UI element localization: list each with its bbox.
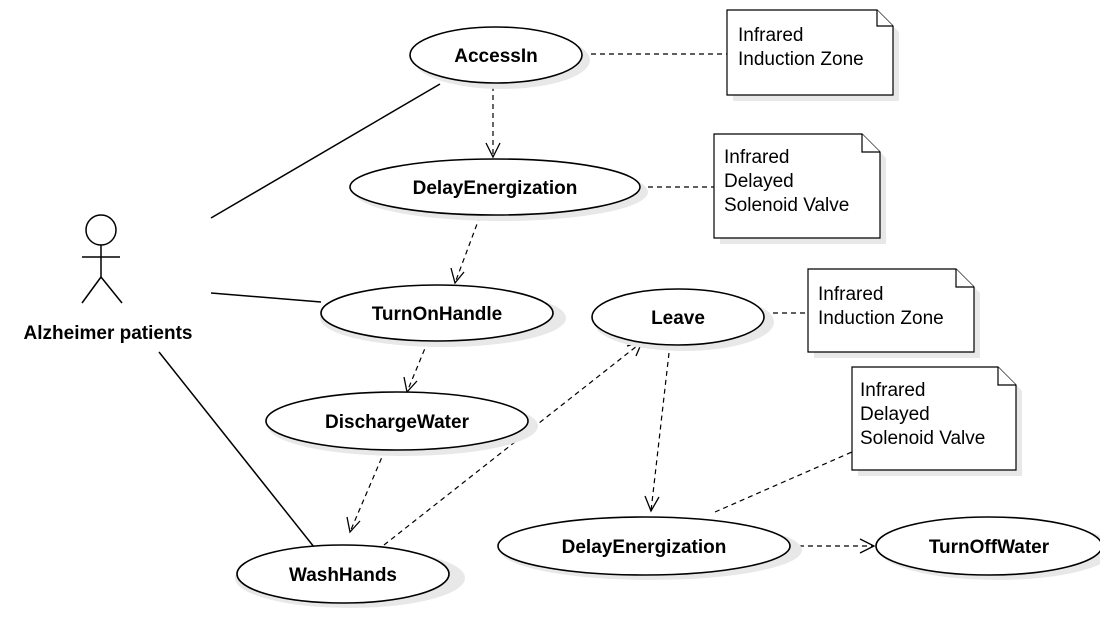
dependency-delay-to-turn-on (450, 215, 481, 285)
associations (158, 83, 441, 553)
dependency-leave-to-delay-2 (644, 352, 670, 513)
use-case-label: DelayEnergization (562, 537, 727, 558)
note-line: Infrared (724, 147, 789, 168)
note-line: Delayed (724, 171, 794, 192)
note-line: Solenoid Valve (860, 428, 985, 449)
dependency-delay-2-to-turn-off (790, 538, 876, 554)
use-case-label: AccessIn (454, 46, 537, 67)
note-links (582, 53, 853, 513)
dependency-turn-on-to-discharge (403, 340, 429, 394)
note-line: Infrared (860, 380, 925, 401)
association-access-in (210, 83, 441, 219)
note-line: Induction Zone (818, 308, 944, 329)
actor-stick-figure-icon (81, 214, 123, 304)
use-case-label: DischargeWater (325, 412, 470, 433)
association-turn-on-handle (210, 292, 322, 303)
use-case-access-in[interactable]: AccessIn (409, 26, 590, 89)
association-wash-hands (158, 351, 319, 553)
note-leave[interactable]: Infrared Induction Zone (807, 268, 980, 358)
actor-alzheimer-patients[interactable]: Alzheimer patients (24, 214, 193, 344)
dependency-discharge-to-wash (346, 449, 386, 534)
use-case-label: Leave (651, 308, 705, 329)
use-case-label: WashHands (289, 565, 397, 586)
note-line: Delayed (860, 404, 930, 425)
use-case-turn-on-handle[interactable]: TurnOnHandle (320, 284, 566, 347)
actor-label: Alzheimer patients (24, 323, 193, 344)
use-case-wash-hands[interactable]: WashHands (235, 544, 465, 608)
note-delay-energization-1[interactable]: Infrared Delayed Solenoid Valve (713, 133, 886, 244)
use-case-turn-off-water[interactable]: TurnOffWater (875, 516, 1100, 580)
note-line: Solenoid Valve (724, 195, 849, 216)
use-case-delay-energization-2[interactable]: DelayEnergization (497, 516, 802, 580)
note-delay-energization-2[interactable]: Infrared Delayed Solenoid Valve (851, 366, 1022, 476)
note-access-in[interactable]: Infrared Induction Zone (726, 9, 899, 101)
use-case-label: TurnOnHandle (372, 304, 503, 325)
use-case-discharge-water[interactable]: DischargeWater (265, 391, 538, 456)
use-case-delay-energization-1[interactable]: DelayEnergization (349, 158, 648, 221)
note-line: Induction Zone (738, 49, 864, 70)
use-case-leave[interactable]: Leave (591, 288, 774, 351)
use-case-label: DelayEnergization (413, 178, 578, 199)
use-case-label: TurnOffWater (929, 537, 1050, 558)
dependency-access-in-to-delay (485, 86, 501, 159)
note-link-delay-2 (714, 451, 853, 513)
note-line: Infrared (738, 25, 803, 46)
note-line: Infrared (818, 284, 883, 305)
